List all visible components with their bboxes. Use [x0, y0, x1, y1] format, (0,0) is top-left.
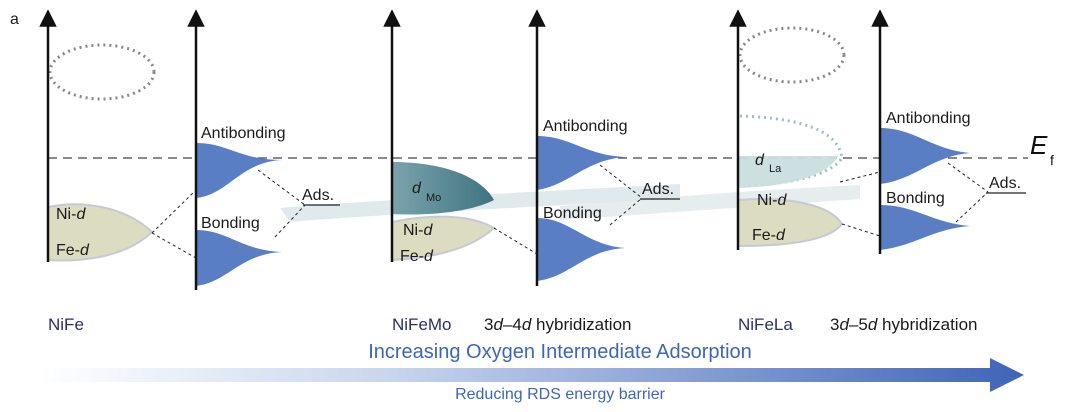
- nifela-empty-dotted-orbital: [738, 26, 846, 84]
- nifela-hybridization-label: 3d–5d hybridization: [830, 315, 978, 334]
- nife-d-band: [47, 203, 154, 262]
- nifela-antibonding-label: Antibonding: [886, 110, 971, 127]
- nifemo-antibonding-peak: [537, 136, 625, 190]
- nife-antibonding-label: Antibonding: [201, 125, 286, 142]
- nifemo-bonding-peak: [537, 218, 625, 281]
- trend-gradient-arrow: [40, 358, 1024, 392]
- nifela-la-d-label: d: [755, 152, 765, 169]
- nifela-fe-d-label: Fe-d: [752, 227, 786, 244]
- nifela-la-d-band: [738, 156, 838, 188]
- energy-barrier-trend-label: Reducing RDS energy barrier: [455, 386, 666, 403]
- system-name-nifemo: NiFeMo: [392, 315, 452, 334]
- nifela-ni-d-label: Ni-d: [757, 192, 787, 209]
- nifela-ads-label: Ads.: [989, 175, 1021, 192]
- panel-label: a: [10, 11, 19, 28]
- nife-fe-d-label: Fe-d: [56, 242, 90, 259]
- nife-bonding-label: Bonding: [201, 215, 260, 232]
- nife-group: Ni-d Fe-d Antibonding Bonding Ads. NiFe: [39, 9, 340, 334]
- nifemo-mo-d-label: d: [412, 180, 422, 197]
- nifela-bonding-peak: [880, 205, 970, 250]
- nifemo-bonding-label: Bonding: [543, 205, 602, 222]
- nifemo-mo-d-band: [392, 162, 494, 215]
- nifemo-group: d Mo Ni-d Fe-d Antibonding Bonding Ads. …: [383, 9, 680, 334]
- nifemo-mo-subscript: Mo: [426, 192, 441, 204]
- nife-bonding-peak: [196, 230, 282, 286]
- system-name-nife: NiFe: [48, 315, 84, 334]
- nifemo-fe-d-label: Fe-d: [400, 248, 434, 265]
- nifemo-ads-label: Ads.: [642, 181, 674, 198]
- nife-ni-d-label: Ni-d: [56, 206, 86, 223]
- nifela-nife-band: [737, 198, 844, 248]
- empty-state-dotted-orbital: [48, 43, 156, 101]
- nifemo-hybridization-label: 3d–4d hybridization: [484, 315, 632, 334]
- nifela-la-subscript: La: [769, 163, 782, 175]
- fermi-level-label: E: [1030, 130, 1048, 160]
- system-name-nifela: NiFeLa: [738, 315, 793, 334]
- nifemo-nife-band: [391, 215, 496, 262]
- nifela-bonding-label: Bonding: [886, 190, 945, 207]
- nife-ads-label: Ads.: [302, 187, 334, 204]
- adsorption-trend-label: Increasing Oxygen Intermediate Adsorptio…: [368, 341, 752, 363]
- fermi-level-subscript: f: [1050, 152, 1054, 168]
- nifela-antibonding-peak: [880, 128, 970, 184]
- hybridization-band-nifela: [560, 185, 860, 220]
- nifemo-antibonding-label: Antibonding: [543, 118, 628, 135]
- nifemo-ni-d-label: Ni-d: [403, 222, 433, 239]
- nifela-group: d La Ni-d Fe-d Antibonding Bonding Ads. …: [729, 9, 1026, 334]
- nife-antibonding-peak: [196, 143, 282, 198]
